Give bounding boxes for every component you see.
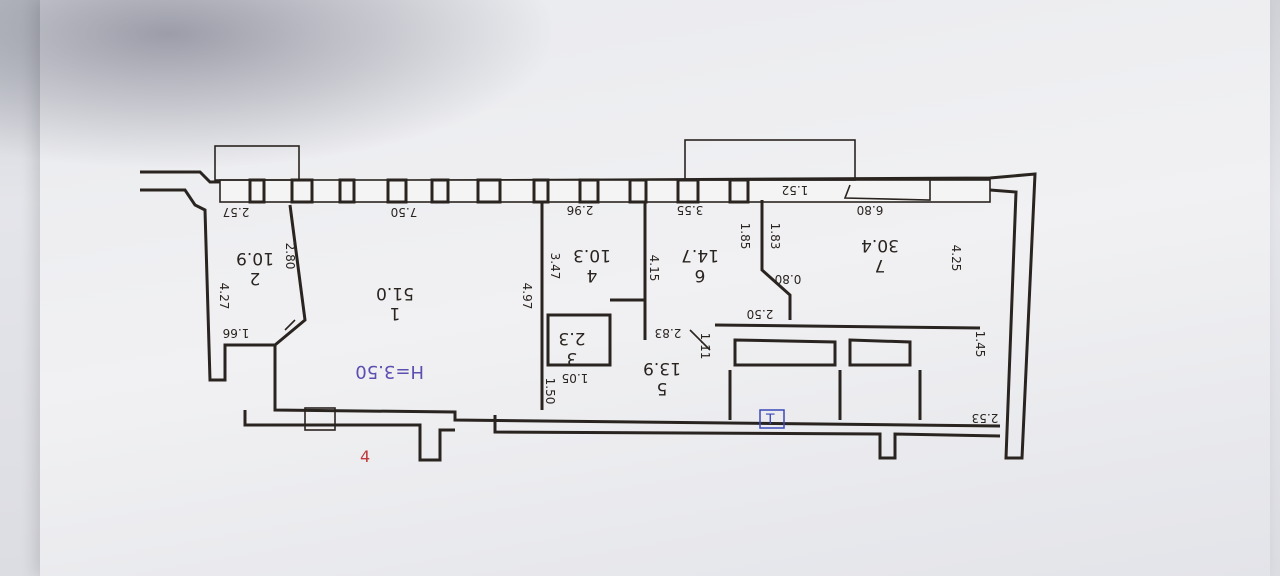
- dimension-label: 2.96: [567, 203, 594, 217]
- dimension-label: 2.53: [972, 411, 999, 425]
- door-marks: [304, 329, 711, 431]
- dimension-label: 7.50: [391, 205, 418, 219]
- dimension-label: 2.80: [283, 243, 297, 270]
- dimension-label: 1.05: [562, 371, 589, 385]
- dimension-label: 4.27: [217, 283, 231, 310]
- dimension-label: 2.57: [223, 205, 250, 219]
- dimension-label: 2.83: [655, 326, 682, 340]
- room-number: 2: [250, 268, 261, 288]
- room-5-label: 513.9: [643, 358, 681, 398]
- dimension-label: 1.85: [738, 223, 752, 250]
- room-labels: 151.0 210.9 32.3 410.3 513.9 614.7 730.4: [236, 235, 899, 398]
- inner-walls: [274, 180, 981, 420]
- room-number: 1: [390, 303, 401, 323]
- room-2-label: 210.9: [236, 248, 274, 288]
- dimension-label: 4.15: [647, 255, 661, 282]
- room-area: 30.4: [861, 235, 899, 255]
- room-number: 6: [695, 265, 706, 285]
- dimension-label: 1.83: [768, 223, 782, 250]
- room-number: 5: [657, 378, 668, 398]
- room-area: 10.3: [573, 245, 611, 265]
- dimension-label: 1.50: [543, 378, 557, 405]
- room-3-label: 32.3: [558, 328, 585, 368]
- dimension-label: 0.80: [775, 272, 802, 286]
- dimension-label: 1.52: [782, 183, 809, 197]
- room-1-label: 151.0: [376, 283, 414, 323]
- room-6-label: 614.7: [681, 245, 719, 285]
- dimension-label: 1.66: [223, 326, 250, 340]
- dimension-label: 4.97: [520, 283, 534, 310]
- meter-symbol: [759, 409, 785, 429]
- shadow: [0, 0, 560, 170]
- meter-symbol-label: T: [765, 412, 775, 428]
- room-area: 14.7: [681, 245, 719, 265]
- dimension-label: 6.80: [857, 203, 884, 217]
- dimension-label: 3.47: [548, 253, 562, 280]
- dimension-label: 4.25: [949, 245, 963, 272]
- window-band: [214, 139, 991, 204]
- dimension-label: 1.11: [698, 333, 712, 360]
- room-area: 10.9: [236, 248, 274, 268]
- dimension-labels: 2.57 7.50 2.96 3.55 1.52 6.80 2.80 4.27 1.66 1.85…: [217, 183, 998, 425]
- room-area: 2.3: [558, 328, 585, 348]
- room-number: 3: [567, 348, 578, 368]
- dimension-label: 1.45: [973, 331, 987, 358]
- stamp-mark: 4: [360, 447, 370, 466]
- room-number: 7: [875, 255, 886, 275]
- dimension-label: 3.55: [677, 203, 704, 217]
- room-7-label: 730.4: [861, 235, 899, 275]
- height-note: H=3.50: [355, 361, 424, 382]
- outer-walls: [140, 170, 1037, 462]
- room-area: 51.0: [376, 283, 414, 303]
- room-number: 4: [587, 265, 598, 285]
- room-4-label: 410.3: [573, 245, 611, 285]
- dimension-label: 2.50: [747, 307, 774, 321]
- room-area: 13.9: [643, 358, 681, 378]
